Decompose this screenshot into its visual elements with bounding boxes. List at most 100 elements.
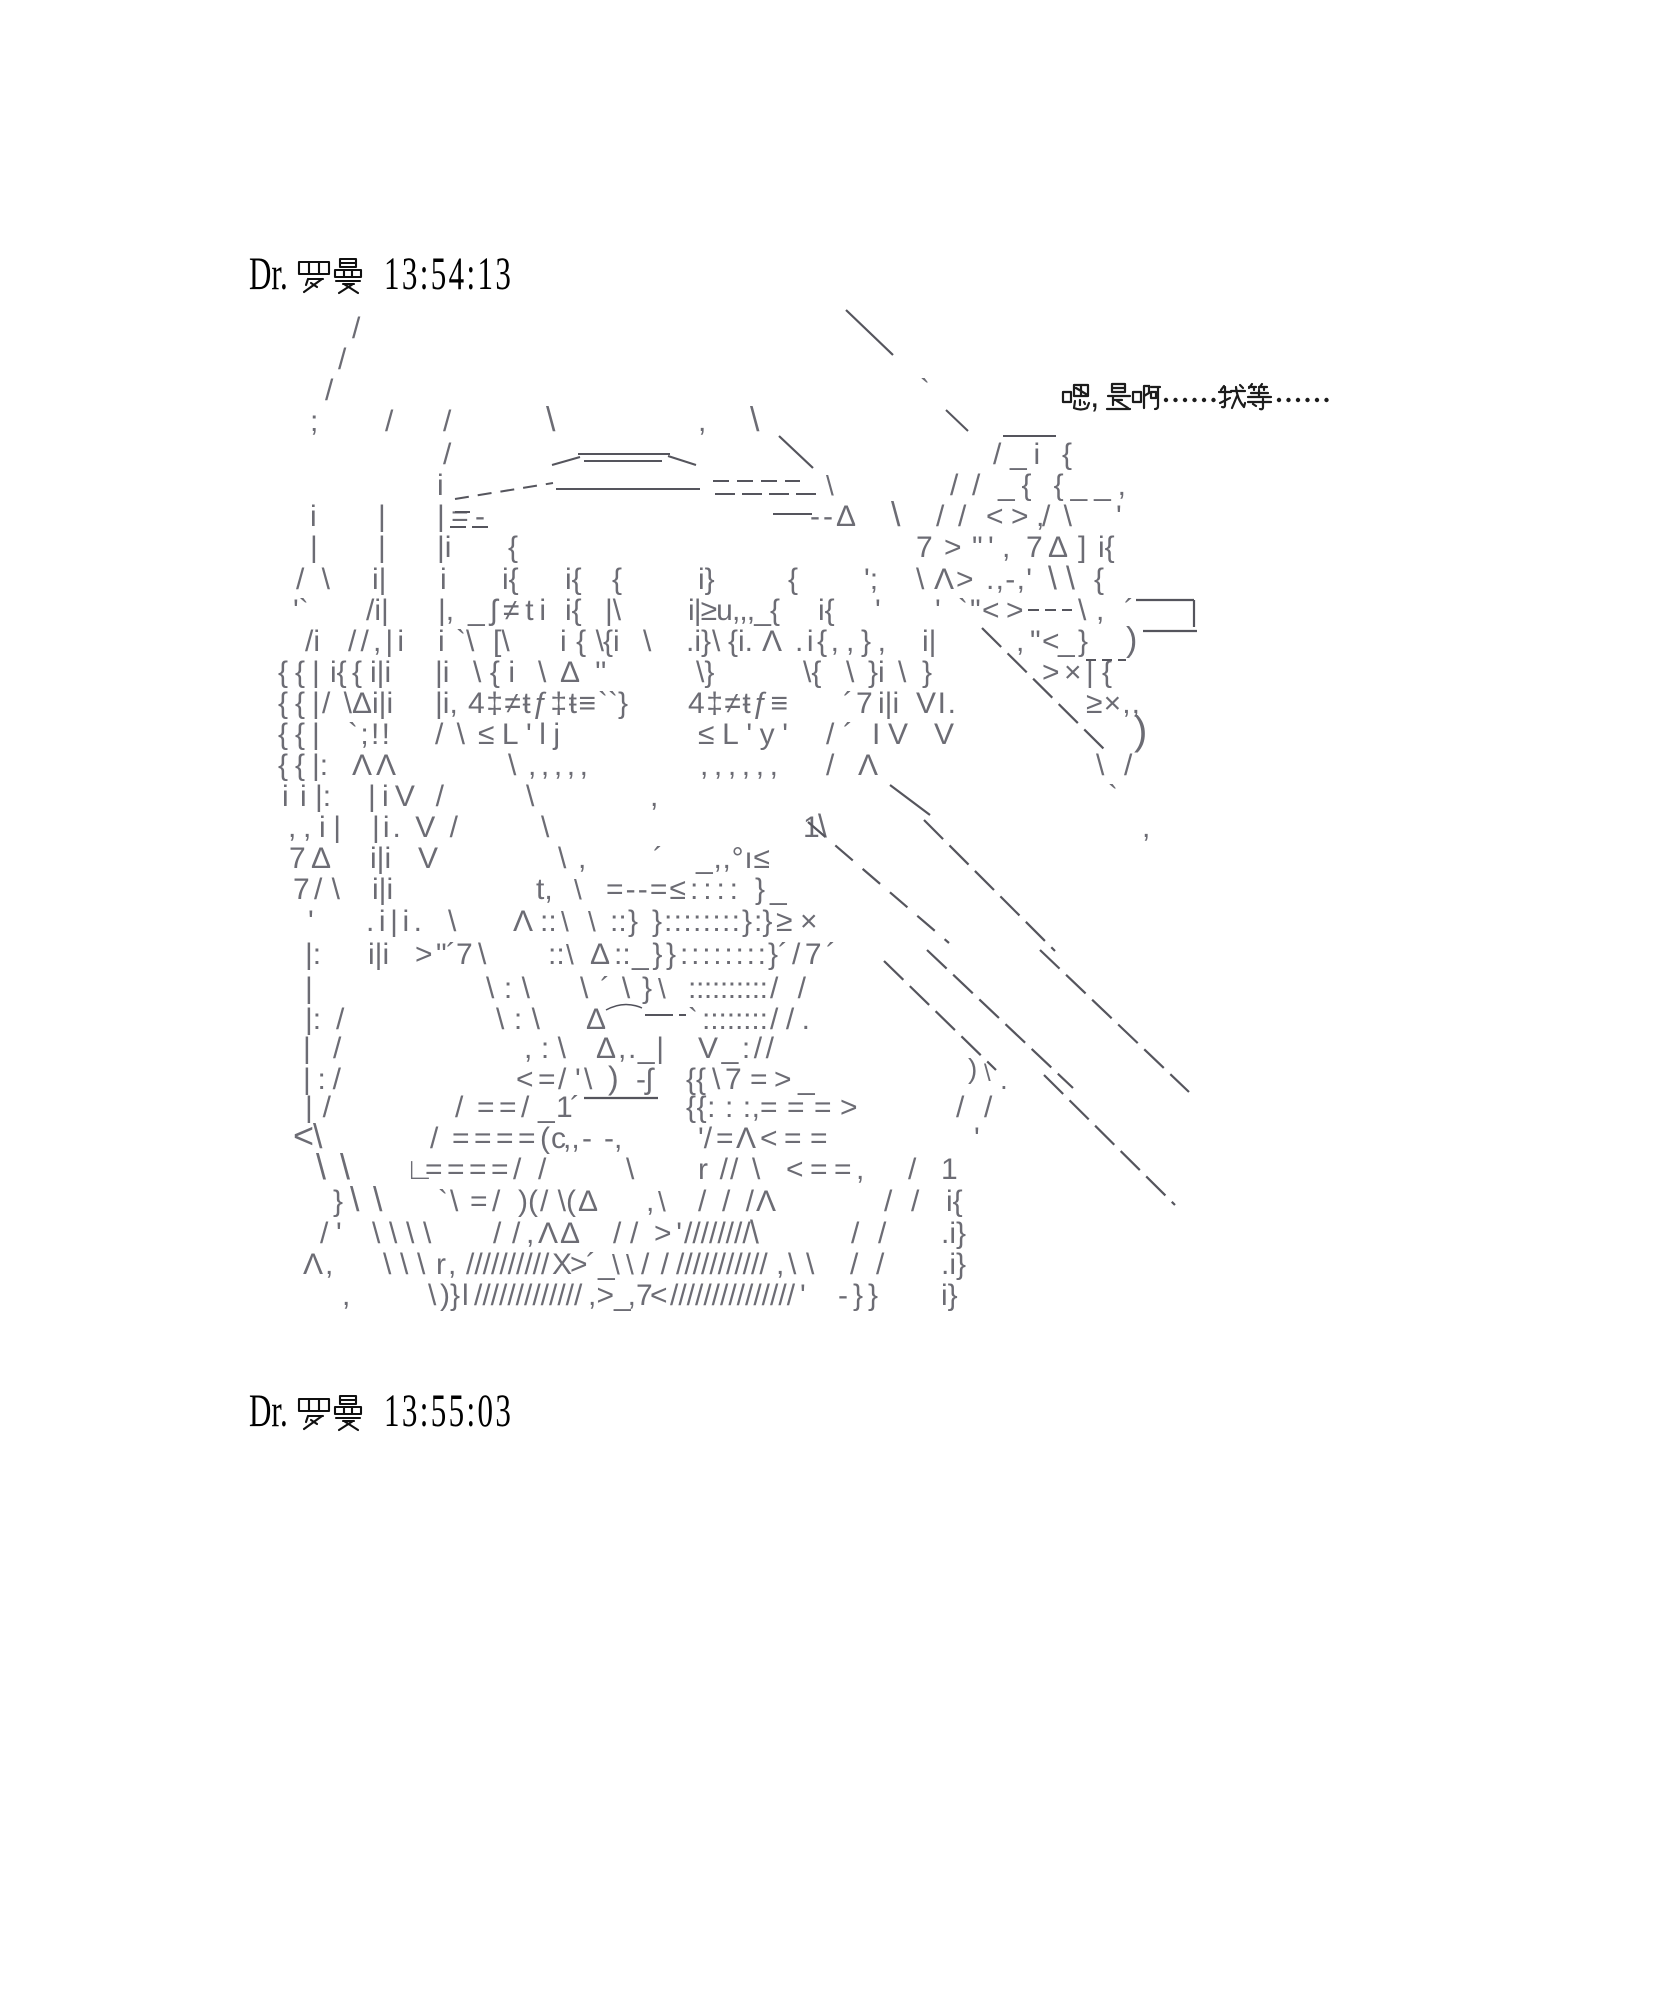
svg-text:Δ: Δ [560,656,580,689]
svg-text:=: = [469,1153,487,1186]
svg-text:V: V [418,842,438,875]
svg-text:): ) [1126,621,1137,659]
svg-text:\: \ [566,939,574,970]
svg-text:7: 7 [1026,531,1043,564]
svg-text:|:: |: [312,749,328,782]
svg-text:,},: ,}, [846,625,886,658]
svg-text:/: / [972,469,981,502]
svg-text:{{: {{ [686,1063,706,1096]
svg-text:\: \ [712,1063,721,1096]
svg-text:=: = [716,1122,734,1155]
svg-text:._|: ._| [628,1032,664,1065]
svg-text:{: { [295,718,305,751]
svg-text:|,: |, [438,594,454,627]
svg-text:'/: '/ [698,1122,713,1155]
svg-text:.,-,': .,-,' [986,563,1032,596]
svg-text:7Δ: 7Δ [289,842,331,875]
svg-text:/: / [630,1217,639,1250]
svg-text:<: < [786,1153,804,1186]
svg-text:/: / [876,1248,885,1281]
svg-text:×: × [800,905,818,938]
svg-text://.: //. [770,1003,810,1036]
svg-text:_,,°ı≤: _,,°ı≤ [695,842,770,875]
svg-text:`: ` [438,1185,448,1218]
svg-text:=: = [491,1153,509,1186]
svg-text:≥×,,: ≥×,, [1086,687,1140,720]
svg-text:=: = [750,1063,768,1096]
svg-text:,: , [618,1032,626,1065]
svg-text:,: , [1036,500,1044,533]
svg-text:\: \ [541,811,550,844]
svg-text:,: , [288,811,296,844]
svg-text:////////: //////// [684,1217,751,1250]
svg-text:.i}: .i} [941,1217,966,1250]
svg-text:\: \ [538,656,547,689]
svg-text:/: / [936,500,945,533]
svg-text:\: \ [891,496,901,534]
svg-text:>: > [840,1091,858,1124]
svg-text:/: / [493,1217,502,1250]
svg-text:=: = [810,1122,828,1155]
svg-text:/: / [455,1091,464,1124]
svg-text:/: / [325,374,334,407]
svg-text:_ʃ≠ti: _ʃ≠ti [467,594,546,627]
svg-text:\: \ [400,1248,409,1281]
svg-text:i|i: i|i [370,656,391,689]
svg-text:i|i: i|i [372,873,393,906]
svg-text:\: \ [916,563,925,596]
svg-text:`: ` [920,374,930,407]
svg-text:,: , [698,405,706,438]
svg-text:`: ` [958,594,968,627]
svg-text:\: \ [1078,594,1087,627]
svg-text:/: / [521,1091,530,1124]
svg-text:::::::::::: :::::::::: [688,972,768,1005]
svg-text://///////////: ///////////// [474,1279,583,1312]
svg-text:.i}: .i} [686,625,711,658]
svg-text:,,: ,, [563,1122,580,1155]
svg-text:/: / [538,1153,547,1186]
svg-text:∟: ∟ [405,1153,434,1186]
svg-text:|:: |: [305,938,321,971]
svg-text:|: | [378,500,386,533]
svg-text:": " [972,531,983,564]
svg-text:\: \ [588,906,596,937]
svg-text:/: / [352,312,361,345]
svg-text:Λ: Λ [756,1185,776,1218]
svg-text:': ' [800,1279,806,1312]
svg-text:\: \ [313,1118,323,1156]
svg-text:´: ´ [843,718,853,751]
svg-text:\: \ [350,1181,360,1219]
svg-text:i: i [310,500,317,533]
svg-text:13:54:13: 13:54:13 [384,248,513,300]
svg-text:i|i: i|i [878,687,899,720]
svg-text:::::::::: :::::::: [664,905,740,938]
svg-text:=: = [810,1153,828,1186]
svg-text:\: \ [428,1279,437,1312]
svg-text:{: { [295,749,305,782]
svg-text://////////: ////////// [466,1248,550,1281]
svg-text:/i: /i [305,625,320,658]
svg-text:Δ: Δ [590,938,610,971]
svg-text:\: \ [373,1181,383,1219]
svg-text:=: = [496,1122,514,1155]
svg-text:<: < [293,1115,314,1156]
svg-text:1: 1 [803,811,820,844]
svg-text:Δ: Δ [560,1217,580,1250]
svg-text:/: / [512,1217,521,1250]
svg-text::}: :} [754,905,772,938]
svg-text:): ) [968,1053,977,1084]
svg-text:\: \ [750,1214,759,1250]
svg-text:/: / [320,1217,329,1250]
svg-text:7: 7 [856,687,873,720]
svg-text:7: 7 [725,1063,742,1096]
svg-text:,: , [776,1248,784,1281]
svg-text:/i|: /i| [366,594,389,627]
svg-text:i{: i{ [1098,531,1115,564]
svg-text:|i. V /: |i. V / [372,811,459,844]
svg-text:i|i: i|i [368,938,389,971]
svg-text:\{i: \{i [473,656,515,689]
svg-text:Δ: Δ [1048,531,1068,564]
svg-text:|:/: |:/ [303,1063,342,1096]
svg-text:|i: |i [437,531,451,564]
svg-text:\: \ [372,1217,381,1250]
